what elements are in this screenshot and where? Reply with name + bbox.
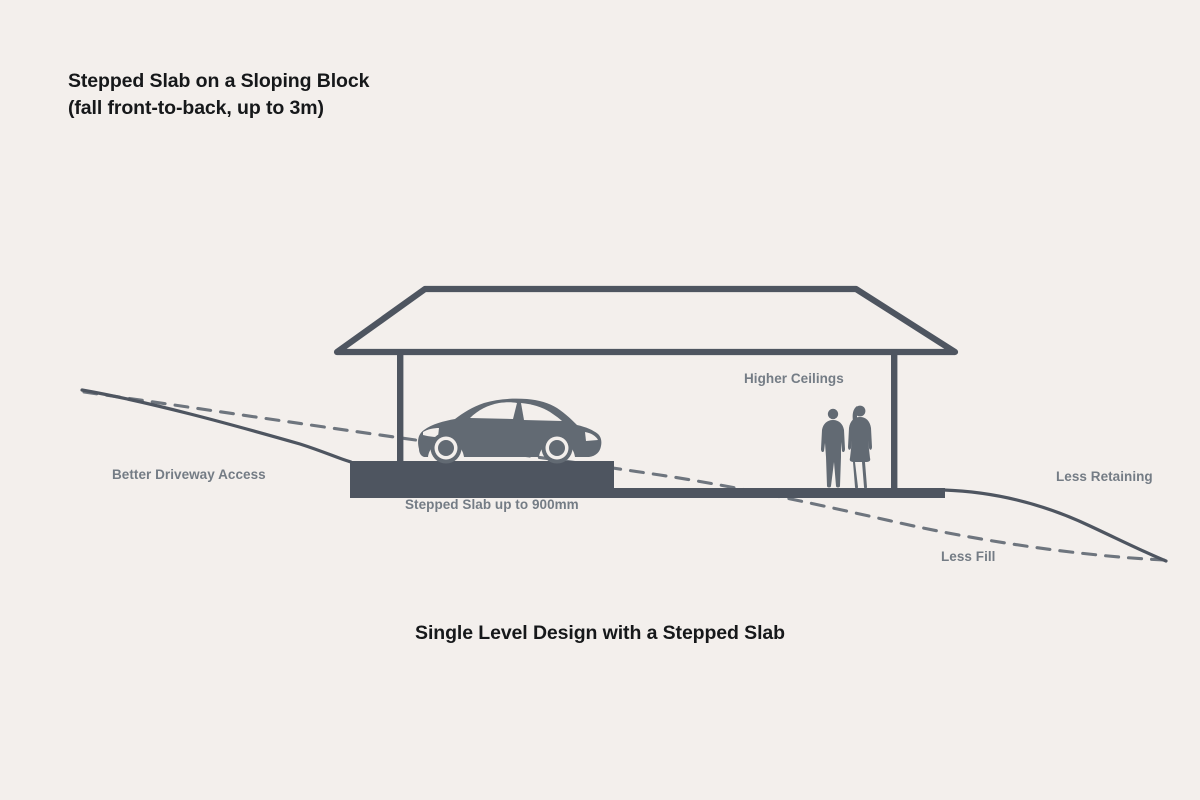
annotation-stepped-slab: Stepped Slab up to 900mm	[405, 497, 579, 512]
title-block: Stepped Slab on a Sloping Block (fall fr…	[68, 68, 369, 122]
title-line-2: (fall front-to-back, up to 3m)	[68, 96, 324, 119]
annotation-higher-ceilings: Higher Ceilings	[744, 371, 844, 386]
person-man-silhouette	[821, 408, 845, 488]
person-woman-silhouette	[848, 405, 872, 489]
natural-grade-line	[82, 390, 1166, 562]
annotation-less-retaining: Less Retaining	[1056, 469, 1153, 484]
car-silhouette	[418, 398, 602, 464]
annotation-less-fill: Less Fill	[941, 549, 996, 564]
existing-ground-line-right	[942, 488, 1168, 563]
title-line-1: Stepped Slab on a Sloping Block	[68, 70, 370, 92]
right-column	[891, 352, 898, 492]
left-column	[397, 352, 404, 464]
diagram-caption: Single Level Design with a Stepped Slab	[415, 622, 785, 644]
roof	[333, 285, 959, 356]
annotation-better-driveway-access: Better Driveway Access	[112, 467, 266, 482]
existing-ground-line-left	[80, 388, 353, 464]
stepped-slab-upper-tread	[350, 461, 614, 474]
